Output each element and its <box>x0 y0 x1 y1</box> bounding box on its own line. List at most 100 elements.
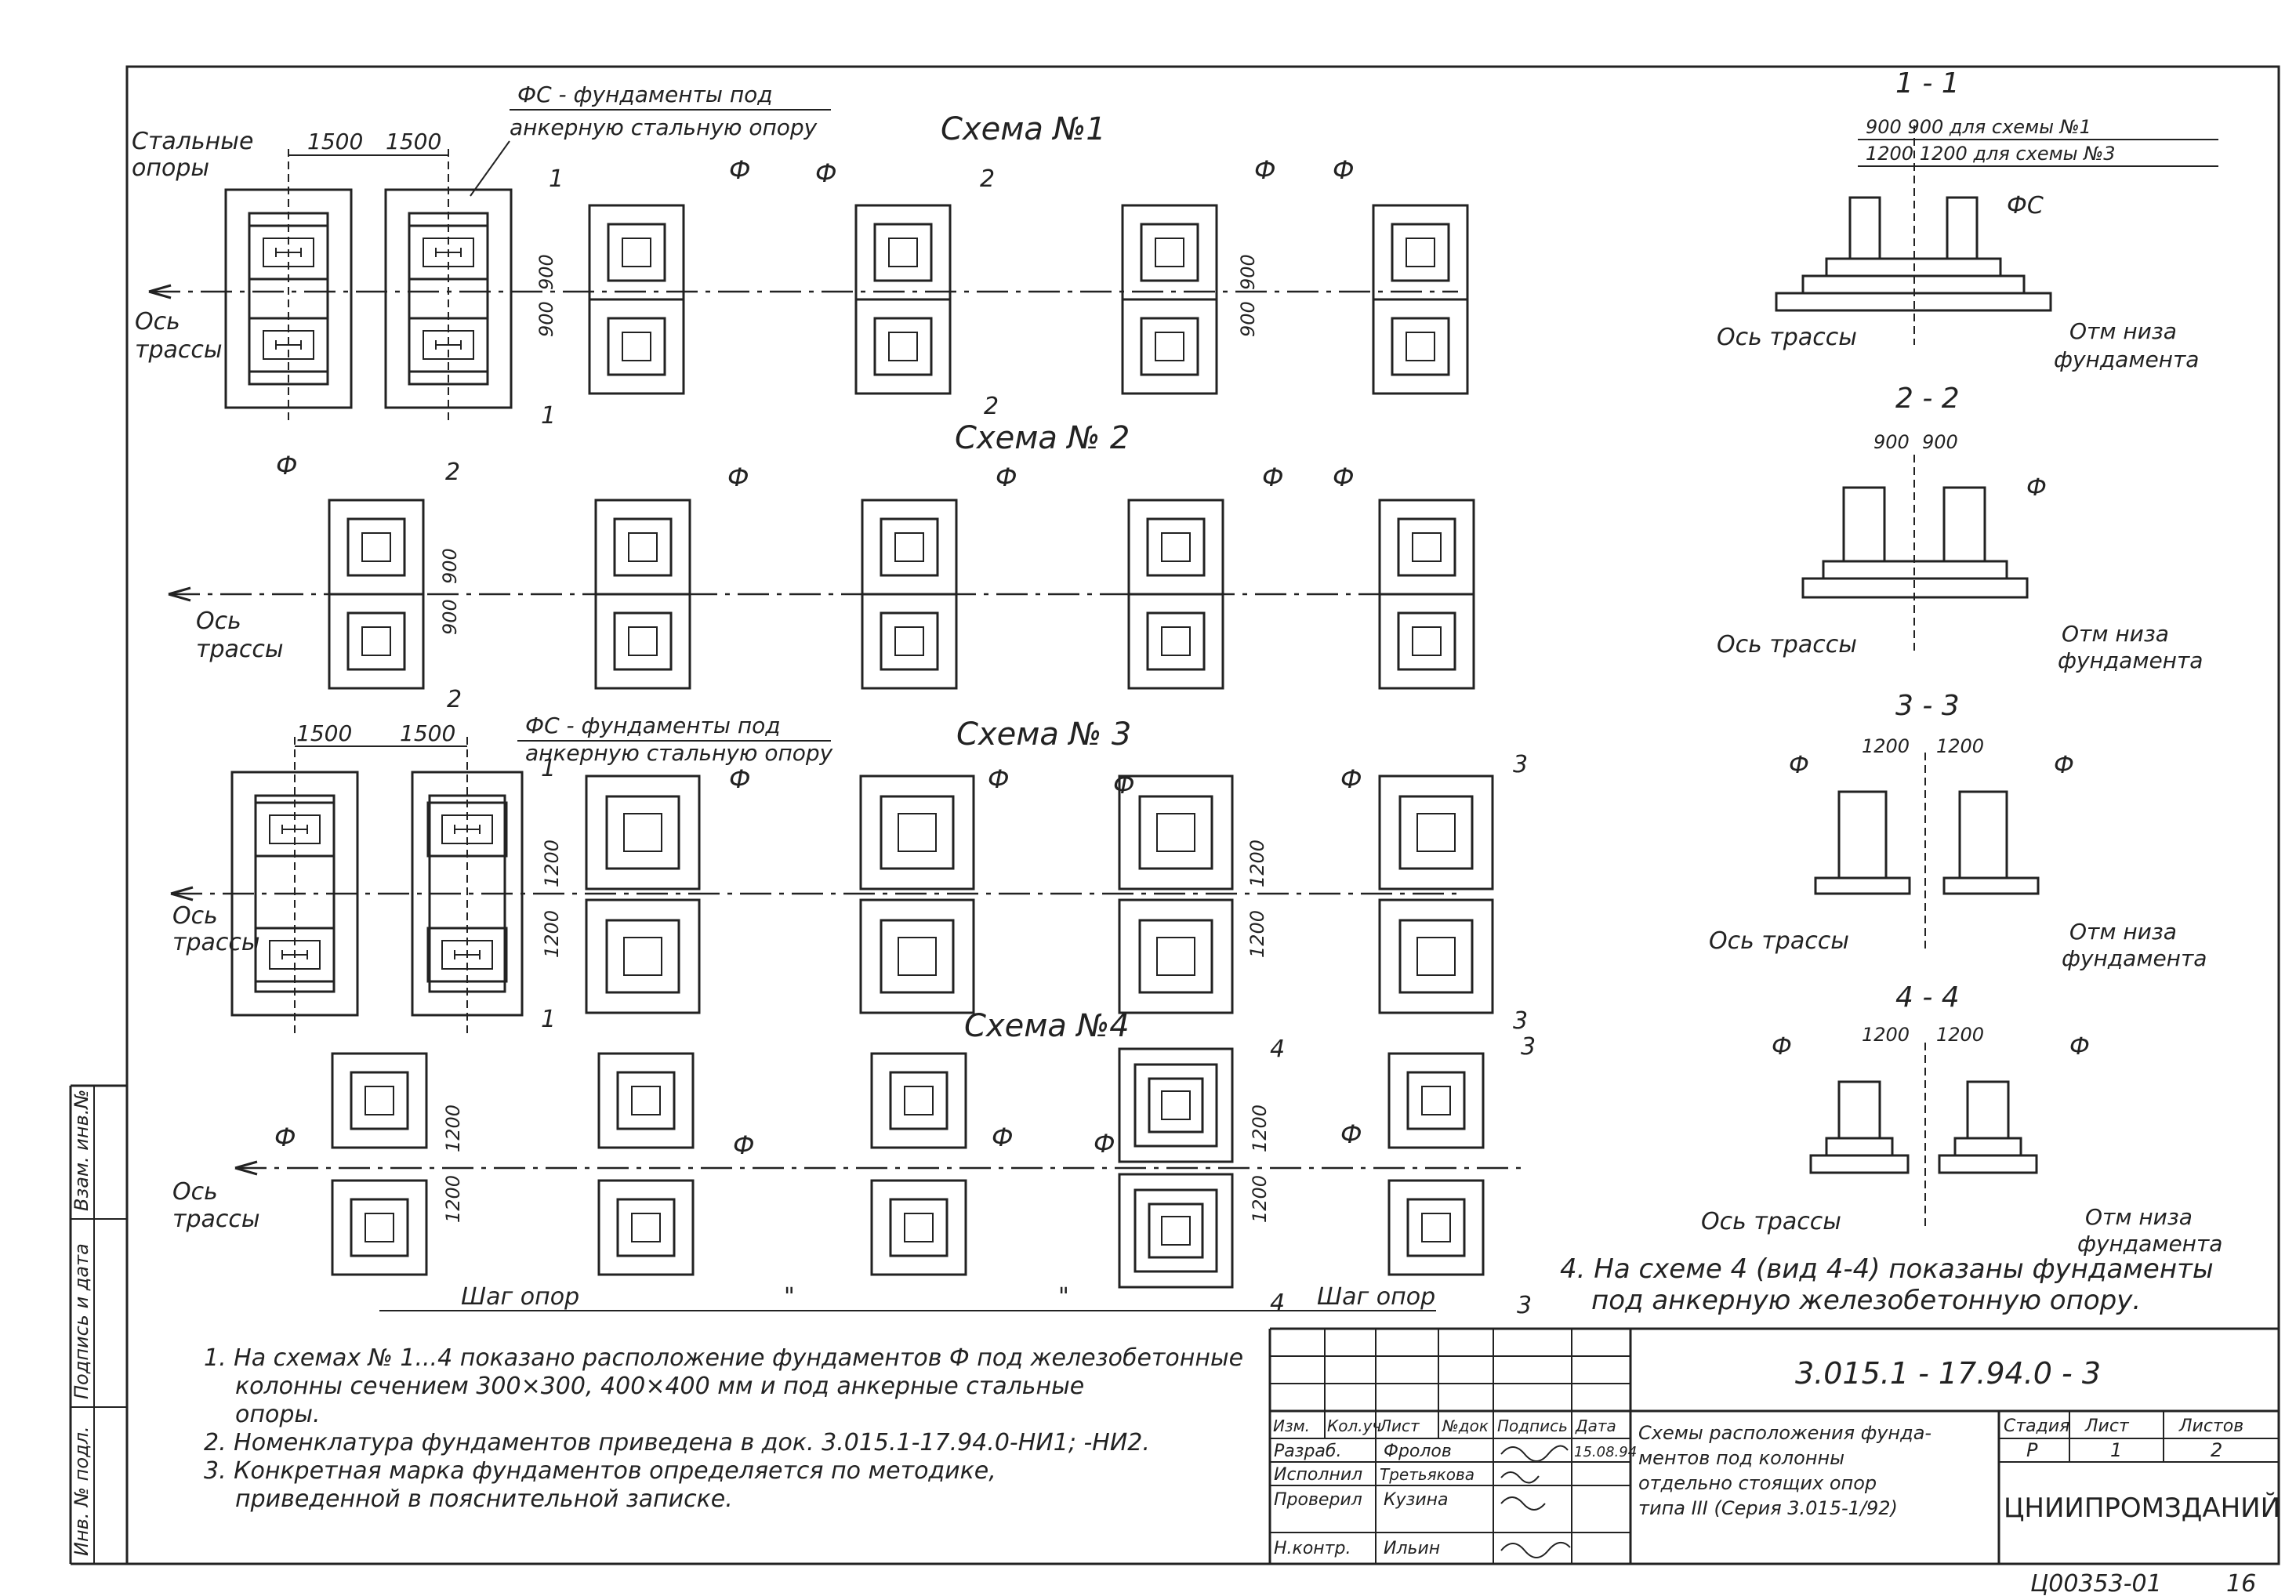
dim-1500: 1500 <box>296 720 352 746</box>
section-3-3: 3 - 3 1200 1200 Ф Ф Ось трассы Отм низа … <box>1709 690 2207 971</box>
note-3: приведенной в пояснительной записке. <box>235 1485 733 1513</box>
fs-note: ФС - фундаменты под <box>517 82 773 107</box>
section-2-2: 2 - 2 900 900 Ф Ось трассы Отм низа фунд… <box>1717 383 2203 673</box>
document-code: 3.015.1 - 17.94.0 - 3 <box>1795 1356 2101 1391</box>
f-label: Ф <box>2026 474 2047 502</box>
section-marker: 1 <box>541 1006 556 1033</box>
axis-label: Ось <box>172 1178 218 1206</box>
f-label: Ф <box>1333 155 1355 185</box>
dim-900: 900 <box>1922 431 1958 453</box>
section-title: 2 - 2 <box>1895 383 1960 415</box>
dim-900: 900 <box>535 254 557 290</box>
f-label: Ф <box>1254 155 1276 185</box>
dim-900: 900 <box>439 599 461 635</box>
dim-1200: 1200 <box>442 1105 464 1152</box>
dim-1200: 1200 <box>541 910 563 958</box>
scheme-4-title: Схема №4 <box>964 1008 1130 1044</box>
stamp-name: Ильин <box>1384 1539 1440 1558</box>
section-marker: 2 <box>980 165 995 193</box>
dim-1200: 1200 <box>1249 1105 1271 1152</box>
scheme-1-title: Схема №1 <box>941 111 1106 147</box>
section-marker: 1 <box>549 165 564 193</box>
dim-1500: 1500 <box>307 129 363 154</box>
dim-1200: 1200 <box>1862 1024 1910 1046</box>
stage-value: Р <box>2026 1439 2038 1461</box>
dim-1200: 1200 <box>1936 1024 1984 1046</box>
section-dims-row1: 900 900 для схемы №1 <box>1866 116 2091 138</box>
f-label: Ф <box>733 1130 755 1160</box>
axis-label-full: Ось трассы <box>1709 927 1849 955</box>
section-marker: 1 <box>541 755 556 782</box>
bottom-mark-2: фундамента <box>2054 346 2199 372</box>
stamp-role: Исполнил <box>1274 1465 1362 1485</box>
note-1: колонны сечением 300×300, 400×400 мм и п… <box>235 1373 1084 1400</box>
axis-label-2: трассы <box>172 929 260 956</box>
scheme-3-title: Схема № 3 <box>956 716 1131 753</box>
section-marker: 3 <box>1517 1292 1532 1319</box>
section-1-1: 1 - 1 900 900 для схемы №1 1200 1200 для… <box>1717 67 2218 372</box>
section-4-4: 4 - 4 1200 1200 Ф Ф Ось трассы Отм низа … <box>1701 981 2222 1257</box>
stamp-title: отдельно стоящих опор <box>1638 1472 1877 1494</box>
axis-label-full: Ось трассы <box>1717 631 1857 658</box>
section-marker: 2 <box>445 459 460 486</box>
title-block: Изм. Кол.уч Лист №док Подпись Дата Разра… <box>1268 1327 2280 1564</box>
axis-label-2: трассы <box>172 1206 260 1233</box>
stamp-header: Подпись <box>1497 1416 1568 1435</box>
section-marker: 4 <box>1270 1289 1285 1317</box>
stamp-name: Фролов <box>1384 1442 1452 1461</box>
bottom-mark-2: фундамента <box>2062 945 2207 971</box>
section-title: 3 - 3 <box>1895 690 1960 722</box>
dim-900: 900 <box>1237 254 1259 290</box>
signature <box>1500 1445 1569 1462</box>
scheme-3: Схема № 3 1500 1500 ФС - фундаменты под … <box>169 713 1528 1035</box>
dim-1200: 1200 <box>1862 735 1910 757</box>
sheets-header: Листов <box>2178 1416 2243 1436</box>
note-2: 2. Номенклатура фундаментов приведена в … <box>204 1429 1150 1456</box>
axis-label-full: Ось трассы <box>1717 324 1857 351</box>
fs-note: ФС - фундаменты под <box>525 713 781 738</box>
f-label: Ф <box>729 155 751 185</box>
dim-1500: 1500 <box>400 720 455 746</box>
ditto-mark: " <box>784 1283 795 1311</box>
dim-900: 900 <box>1873 431 1910 453</box>
dim-900: 900 <box>535 301 557 337</box>
f-label: Ф <box>2054 752 2074 779</box>
dim-1200: 1200 <box>541 840 563 887</box>
f-label: Ф <box>996 462 1017 492</box>
note-1: 1. На схемах № 1...4 показано расположен… <box>204 1344 1243 1372</box>
signature <box>1500 1542 1571 1558</box>
stamp-date: 15.08.94 <box>1574 1444 1637 1460</box>
f-label: Ф <box>815 158 837 188</box>
dim-1500: 1500 <box>386 129 441 154</box>
archive-number: Ц00353-01 <box>2030 1570 2162 1596</box>
stamp-title: Схемы расположения фунда- <box>1638 1422 1931 1444</box>
f-label: Ф <box>1333 462 1355 492</box>
note-4: 4. На схеме 4 (вид 4-4) показаны фундаме… <box>1560 1253 2214 1285</box>
section-marker: 3 <box>1513 1007 1528 1035</box>
bottom-mark: Отм низа <box>2069 318 2177 344</box>
fs-note-2: анкерную стальную опору <box>525 740 833 766</box>
stamp-title: ментов под колонны <box>1638 1447 1844 1469</box>
stamp-header: Лист <box>1379 1416 1420 1435</box>
axis-label: Ось <box>135 308 180 336</box>
section-title: 1 - 1 <box>1895 67 1960 100</box>
f-label: Ф <box>1340 764 1362 794</box>
scheme-2-title: Схема № 2 <box>955 420 1130 456</box>
f-label: Ф <box>2069 1033 2090 1061</box>
stamp-header: Дата <box>1575 1416 1616 1435</box>
side-vzam: Взам. инв.№ <box>71 1090 92 1211</box>
steel-supports-label: Стальные <box>132 128 253 155</box>
stamp-name: Третьякова <box>1380 1465 1474 1484</box>
f-label: Ф <box>727 462 749 492</box>
sheet-frame <box>125 65 2280 1565</box>
axis-label: Ось <box>172 902 218 930</box>
dim-900: 900 <box>439 548 461 584</box>
axis-label: Ось <box>196 608 241 635</box>
support-step-label: Шаг опор <box>1317 1283 1435 1311</box>
stamp-header: №док <box>1442 1416 1489 1435</box>
steel-supports-label-2: опоры <box>132 154 209 182</box>
dim-1200: 1200 <box>1246 840 1268 887</box>
dim-1200: 1200 <box>442 1175 464 1223</box>
section-marker: 3 <box>1513 751 1528 778</box>
